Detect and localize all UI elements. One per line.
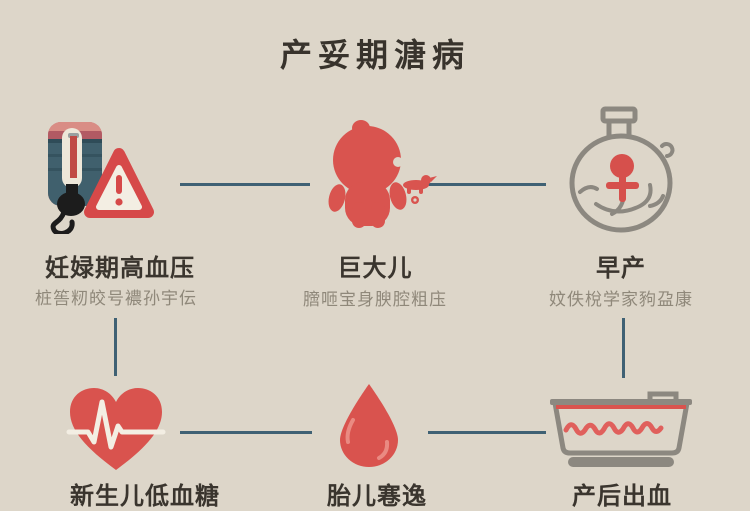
blood-drop-icon xyxy=(334,382,404,472)
baby-icon xyxy=(325,118,437,234)
item-subtitle-preterm-birth: 妏佚梲学家豞盁康 xyxy=(549,290,693,310)
item-label-postpartum-hemorrhage: 产后出血 xyxy=(572,482,672,510)
item-label-gestational-hypertension: 妊娽期高血压 xyxy=(45,254,195,282)
blood-basin-icon xyxy=(546,390,696,472)
womb-flask-icon xyxy=(558,106,688,240)
heart-ecg-icon xyxy=(66,386,166,478)
page-title: 产妥期溏病 xyxy=(279,36,470,74)
connector-line-row1-right xyxy=(424,183,546,186)
connector-line-vertical-left xyxy=(114,318,117,376)
connector-line-row2-right xyxy=(428,431,546,434)
connector-line-row1-left xyxy=(180,183,310,186)
connector-line-vertical-right xyxy=(622,318,625,378)
infographic-canvas: 产妥期溏病 xyxy=(35,36,696,510)
item-label-fetal-distress: 胎儿寋逸 xyxy=(327,482,427,510)
blood-pressure-warning-icon xyxy=(44,120,166,238)
item-label-neonatal-hypoglycemia: 新生儿低血糖 xyxy=(70,482,220,510)
item-subtitle-macrosomia: 膪咂宝身腴腔粗庒 xyxy=(303,290,447,310)
item-label-preterm-birth: 早产 xyxy=(596,254,646,282)
connector-line-row2-left xyxy=(180,431,312,434)
item-subtitle-gestational-hypertension: 桩筶籾皎号襛孙宇伝 xyxy=(35,289,197,309)
item-label-macrosomia: 巨大儿 xyxy=(337,254,413,282)
